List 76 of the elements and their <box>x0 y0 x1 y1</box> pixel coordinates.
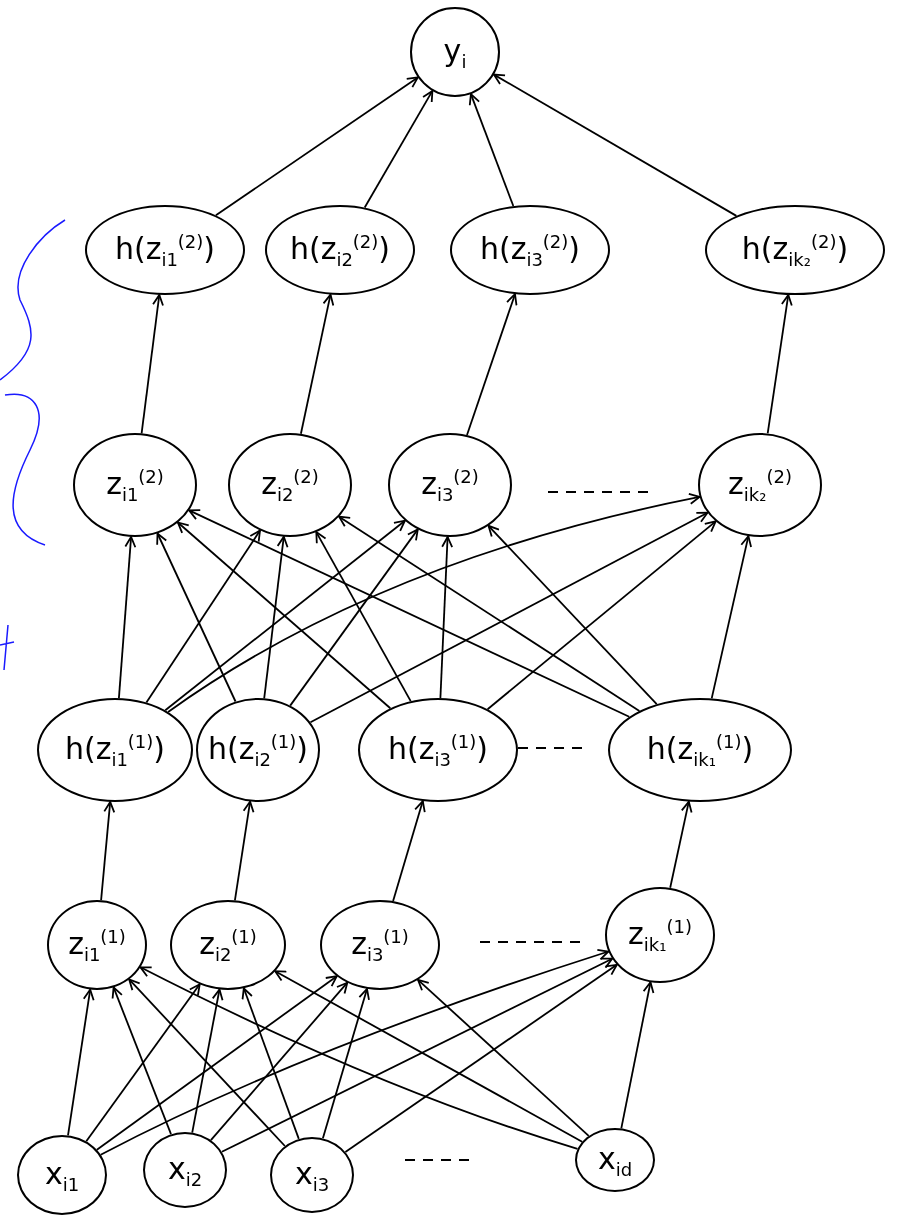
arrow <box>322 988 370 1140</box>
neuron-circle <box>47 900 147 990</box>
arrow <box>191 988 224 1134</box>
arrow <box>338 515 641 712</box>
arrow <box>241 987 300 1140</box>
neuron-circle <box>410 7 500 97</box>
neuron-circle <box>37 698 193 802</box>
arrow <box>468 93 515 207</box>
neuron-circle <box>170 900 286 990</box>
arrow <box>363 90 434 209</box>
neuron-circle <box>85 205 245 295</box>
arrow <box>315 531 412 702</box>
node-label: h(z$_{i1}$$^{(2)}$) <box>114 230 216 270</box>
arrow <box>128 978 286 1147</box>
neuron-circle <box>196 698 320 802</box>
node-label: x$_{id}$ <box>597 1140 633 1180</box>
neuron-circle <box>73 433 197 537</box>
arrow <box>487 524 658 705</box>
neuron-circle <box>575 1128 655 1192</box>
node-label: h(z$_{i3}$$^{(1)}$) <box>387 730 489 770</box>
arrow <box>417 978 590 1137</box>
arrow <box>96 975 338 1151</box>
arrow <box>139 966 579 1150</box>
node-label: h(z$_{i2}$$^{(2)}$) <box>289 230 391 270</box>
arrow <box>766 294 793 435</box>
node-label: h(z$_{ik₁}$$^{(1)}$) <box>646 730 754 770</box>
arrow <box>99 948 610 1156</box>
node-label: x$_{i2}$ <box>167 1150 203 1190</box>
arrow <box>466 293 518 436</box>
arrow <box>145 529 261 704</box>
arrow <box>167 493 701 713</box>
arrow <box>289 528 419 707</box>
arrow <box>486 520 717 711</box>
arrow <box>221 957 614 1153</box>
arrow <box>215 76 419 217</box>
neuron-circle <box>605 887 715 983</box>
arrow <box>156 532 237 703</box>
node-label: h(z$_{i2}$$^{(1)}$) <box>207 730 309 770</box>
arrow <box>392 800 426 902</box>
neuron-circle <box>388 433 512 537</box>
neuron-circle <box>320 900 440 990</box>
arrow <box>669 800 693 889</box>
neuron-circle <box>705 205 885 295</box>
arrow <box>100 801 116 902</box>
arrow <box>493 73 738 217</box>
node-label: x$_{i3}$ <box>294 1155 330 1195</box>
arrow <box>118 536 137 699</box>
neuron-circle <box>450 205 610 295</box>
node-label: h(z$_{i3}$$^{(2)}$) <box>479 230 581 270</box>
arrow <box>263 535 289 700</box>
neuron-circle <box>228 433 352 537</box>
neuron-circle <box>17 1135 107 1215</box>
arrow <box>234 800 255 902</box>
arrow <box>111 986 172 1136</box>
neuron-circle <box>608 698 792 802</box>
arrow <box>140 294 164 435</box>
arrow <box>309 511 709 724</box>
neuron-circle <box>270 1137 354 1213</box>
arrow <box>710 535 752 700</box>
node-label: y$_{i}$ <box>443 32 467 72</box>
neuron-circle <box>698 433 822 537</box>
arrow <box>274 970 583 1143</box>
arrow <box>85 983 201 1143</box>
arrow <box>188 509 631 718</box>
arrow <box>344 963 618 1153</box>
neuron-circle <box>358 698 518 802</box>
neuron-circle <box>143 1132 227 1208</box>
arrow <box>300 293 335 435</box>
arrow <box>210 981 349 1141</box>
arrow <box>620 981 655 1130</box>
neuron-circle <box>265 205 415 295</box>
node-label: x$_{i1}$ <box>44 1155 80 1195</box>
arrow <box>439 536 454 699</box>
arrow <box>67 988 95 1137</box>
node-label: h(z$_{i1}$$^{(1)}$) <box>64 730 166 770</box>
node-label: h(z$_{ik₂}$$^{(2)}$) <box>741 230 849 270</box>
